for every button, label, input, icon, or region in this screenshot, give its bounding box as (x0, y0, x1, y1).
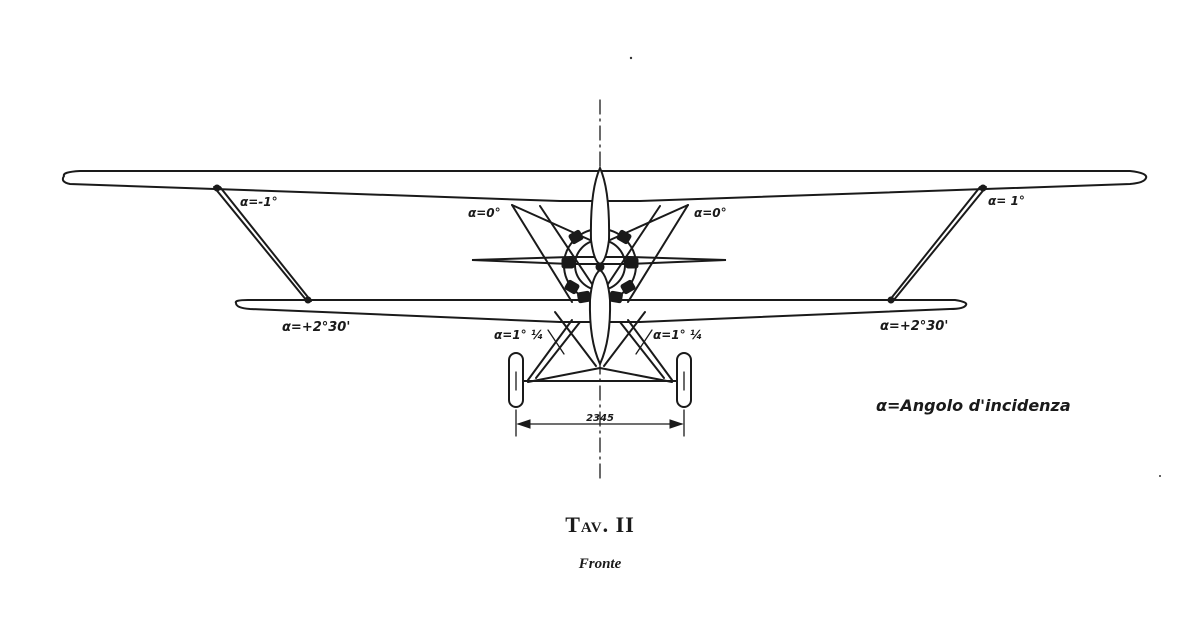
legend-text: α=Angolo d'incidenza (876, 396, 1071, 415)
track-dimension-value: 2345 (586, 413, 614, 424)
angle-label-cabane-right: α=0° (694, 206, 727, 220)
speck (629, 56, 633, 60)
angle-label-lower-right: α=+2°30' (880, 319, 948, 334)
angle-label-cabane-left: α=0° (468, 206, 501, 220)
speck (1159, 475, 1161, 477)
landing-gear (508, 311, 692, 408)
angle-label-gear-left: α=1° ¼ (494, 328, 543, 342)
interplane-struts (213, 184, 987, 304)
plate-title: Tav. II (565, 512, 635, 537)
track-dimension-line (515, 409, 685, 437)
angle-label-gear-right: α=1° ¼ (653, 328, 702, 342)
angle-label-upper-right: α= 1° (988, 194, 1025, 208)
angle-label-lower-left: α=+2°30' (282, 320, 350, 335)
cabane-struts (511, 204, 689, 303)
propeller (588, 165, 612, 367)
plate-subtitle: Fronte (578, 556, 622, 572)
angle-label-upper-left: α=-1° (240, 195, 278, 209)
